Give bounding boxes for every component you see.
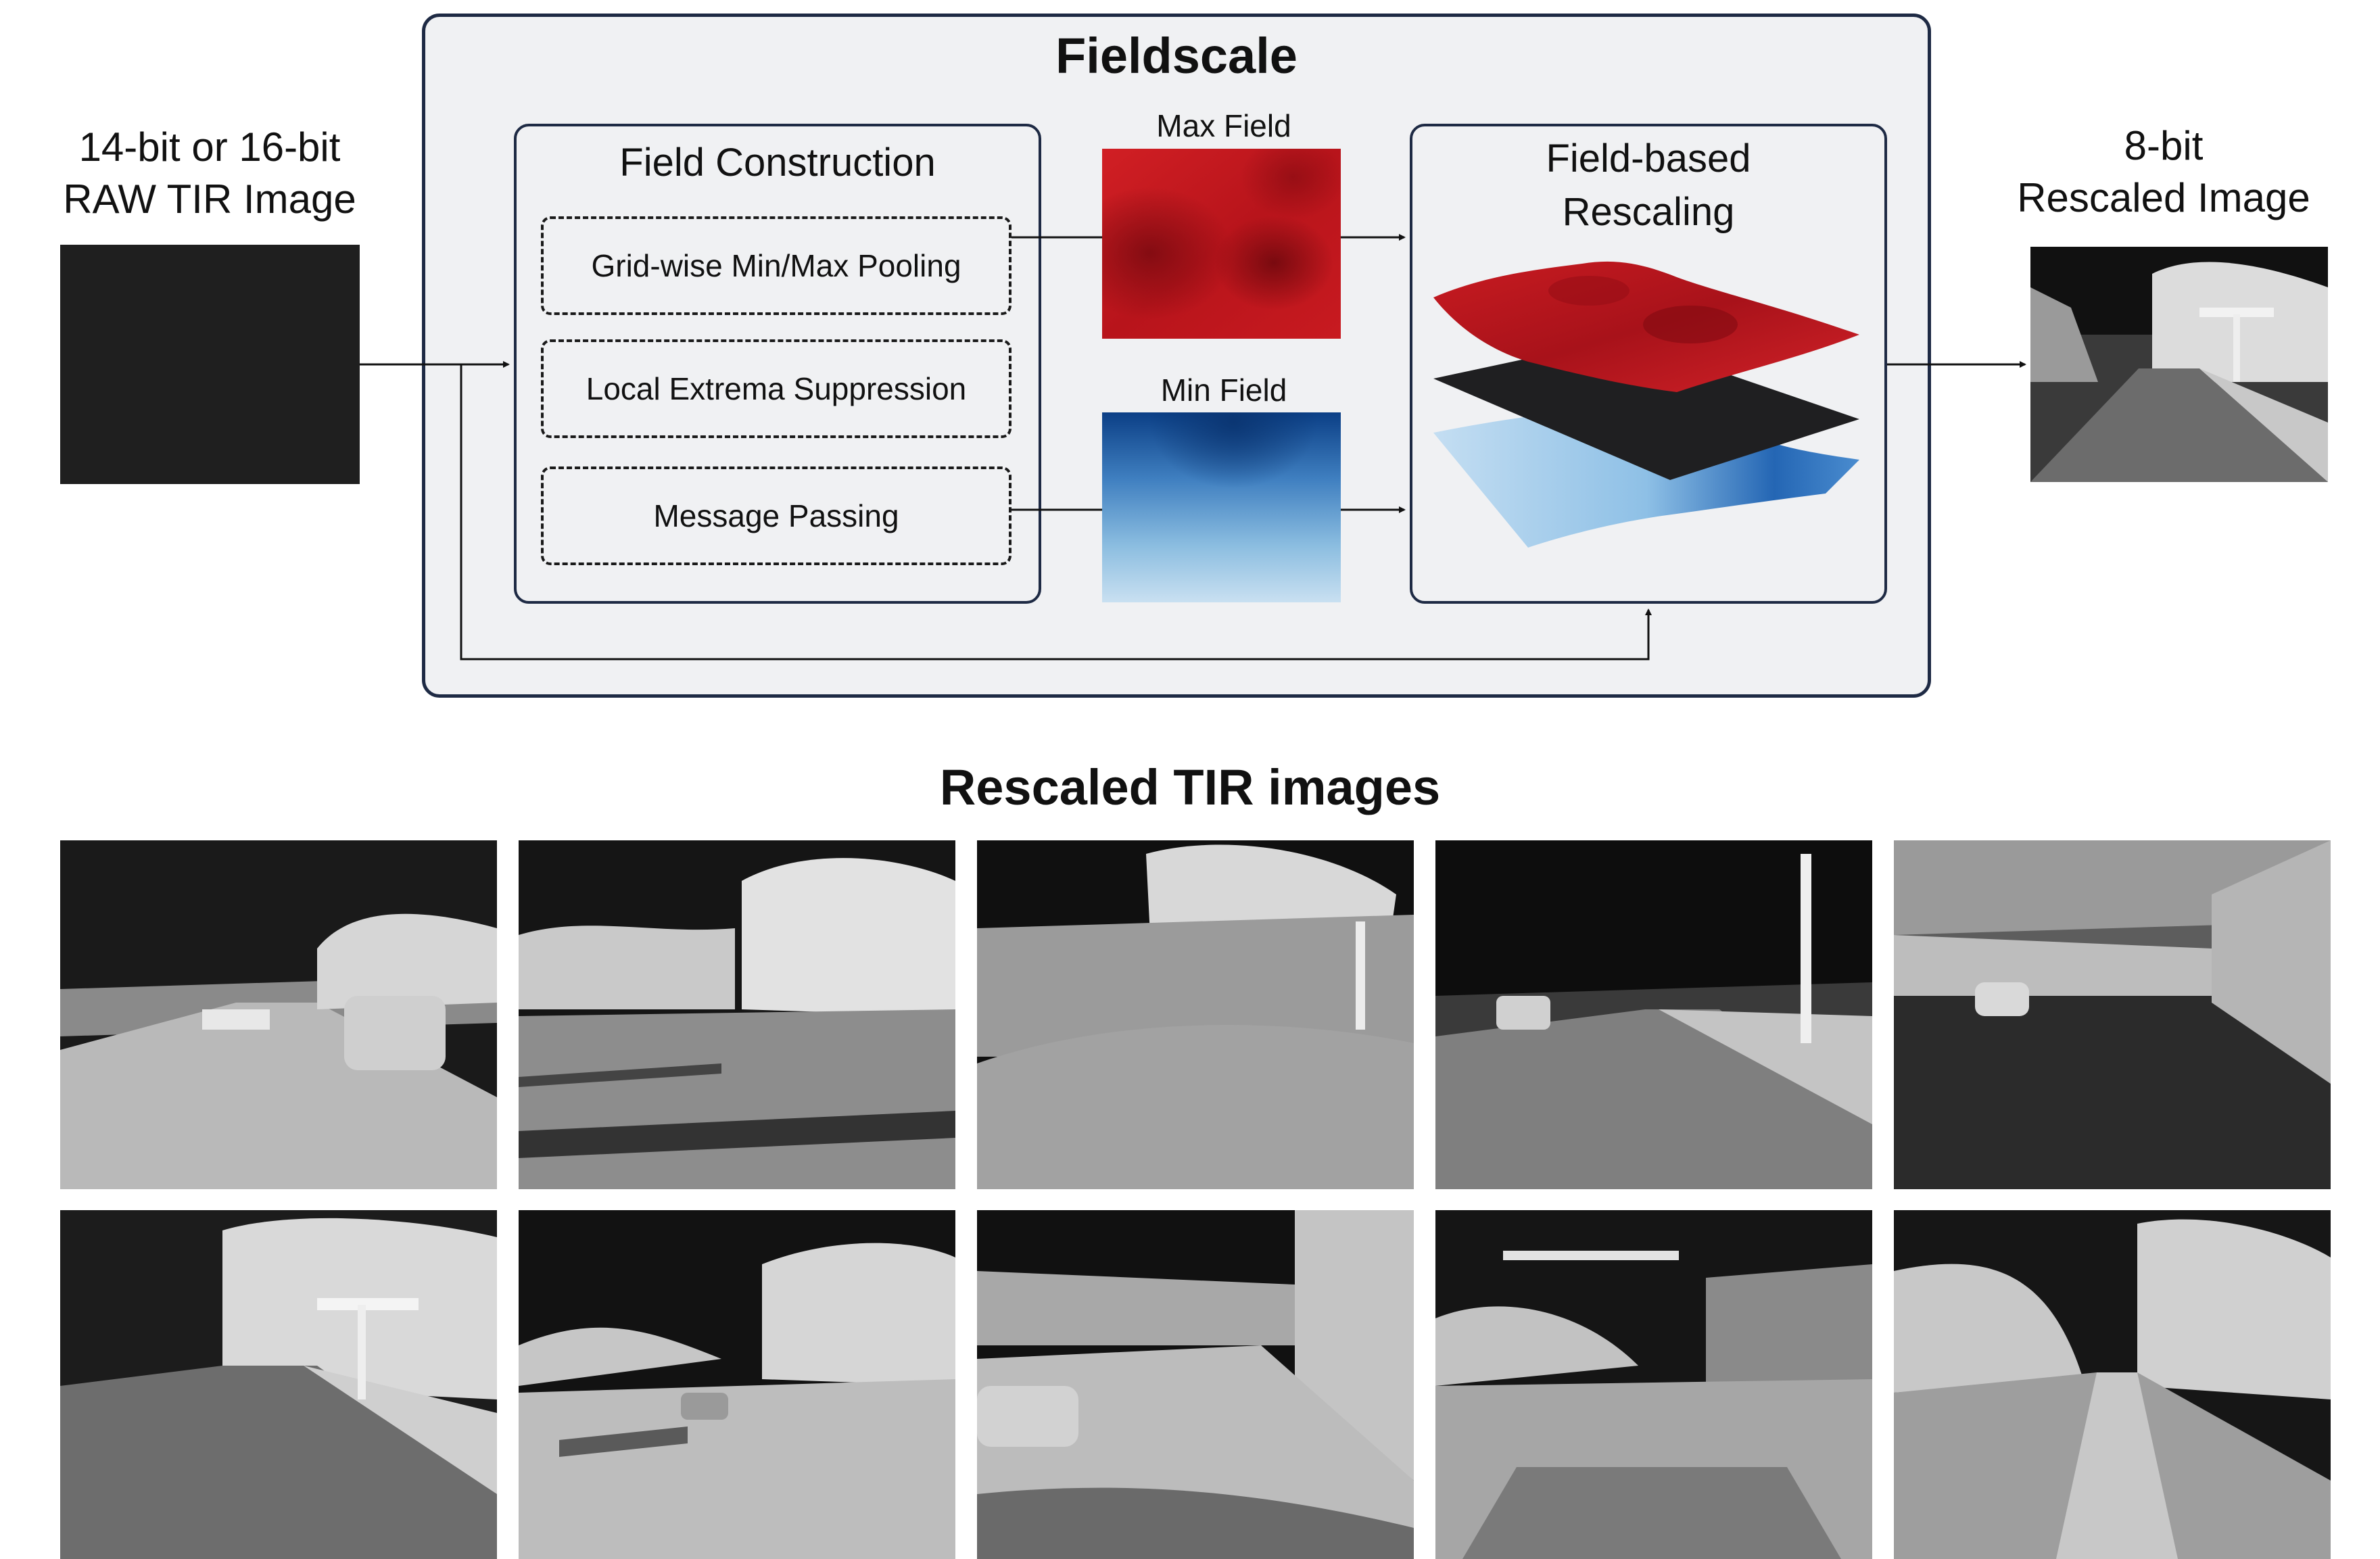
rescaled-tir-thumbnail (1894, 1210, 2331, 1559)
step-message-passing: Message Passing (541, 466, 1012, 565)
rescaled-tir-thumbnail (519, 1210, 955, 1559)
rescaled-tir-thumbnail (977, 840, 1414, 1189)
rescaled-tir-thumbnail (60, 840, 497, 1189)
rescaling-title-line2: Rescaling (1562, 189, 1735, 234)
raw-tir-image (60, 245, 360, 484)
fieldscale-title: Fieldscale (1055, 28, 1298, 84)
rescaling-surfaces-illustration (1433, 261, 1859, 548)
input-label: 14-bit or 16-bit RAW TIR Image (27, 122, 392, 226)
step-grid-pooling: Grid-wise Min/Max Pooling (541, 216, 1012, 315)
output-label: 8-bit Rescaled Image (1981, 120, 2346, 224)
max-field-image (1102, 149, 1341, 339)
rescaled-tir-thumbnail (60, 1210, 497, 1559)
max-field-label: Max Field (1156, 108, 1291, 143)
rescaled-tir-thumbnail (977, 1210, 1414, 1559)
rescaled-tir-thumbnail (1894, 840, 2331, 1189)
field-construction-title: Field Construction (619, 141, 936, 185)
raw-plane (1433, 338, 1859, 480)
rescaled-output-image (2030, 247, 2328, 482)
arrow-raw-to-rescaling (460, 364, 1652, 661)
rescaling-title-line1: Field-based (1546, 137, 1751, 181)
min-field-image (1102, 412, 1341, 602)
pipeline-connectors (360, 234, 2026, 661)
rescaled-tir-thumbnail (519, 840, 955, 1189)
step-local-extrema-suppression: Local Extrema Suppression (541, 339, 1012, 438)
field-construction-box (514, 124, 1041, 604)
output-label-line2: Rescaled Image (2017, 174, 2310, 220)
gallery-title: Rescaled TIR images (939, 759, 1441, 815)
rescaled-tir-thumbnail (1435, 840, 1872, 1189)
input-label-line2: RAW TIR Image (63, 176, 356, 222)
min-field-label: Min Field (1160, 373, 1287, 408)
rescaled-tir-thumbnail (1435, 1210, 1872, 1559)
field-based-rescaling-title: Field-based Rescaling (1410, 133, 1887, 239)
input-label-line1: 14-bit or 16-bit (78, 124, 341, 170)
output-label-line1: 8-bit (2124, 123, 2204, 168)
